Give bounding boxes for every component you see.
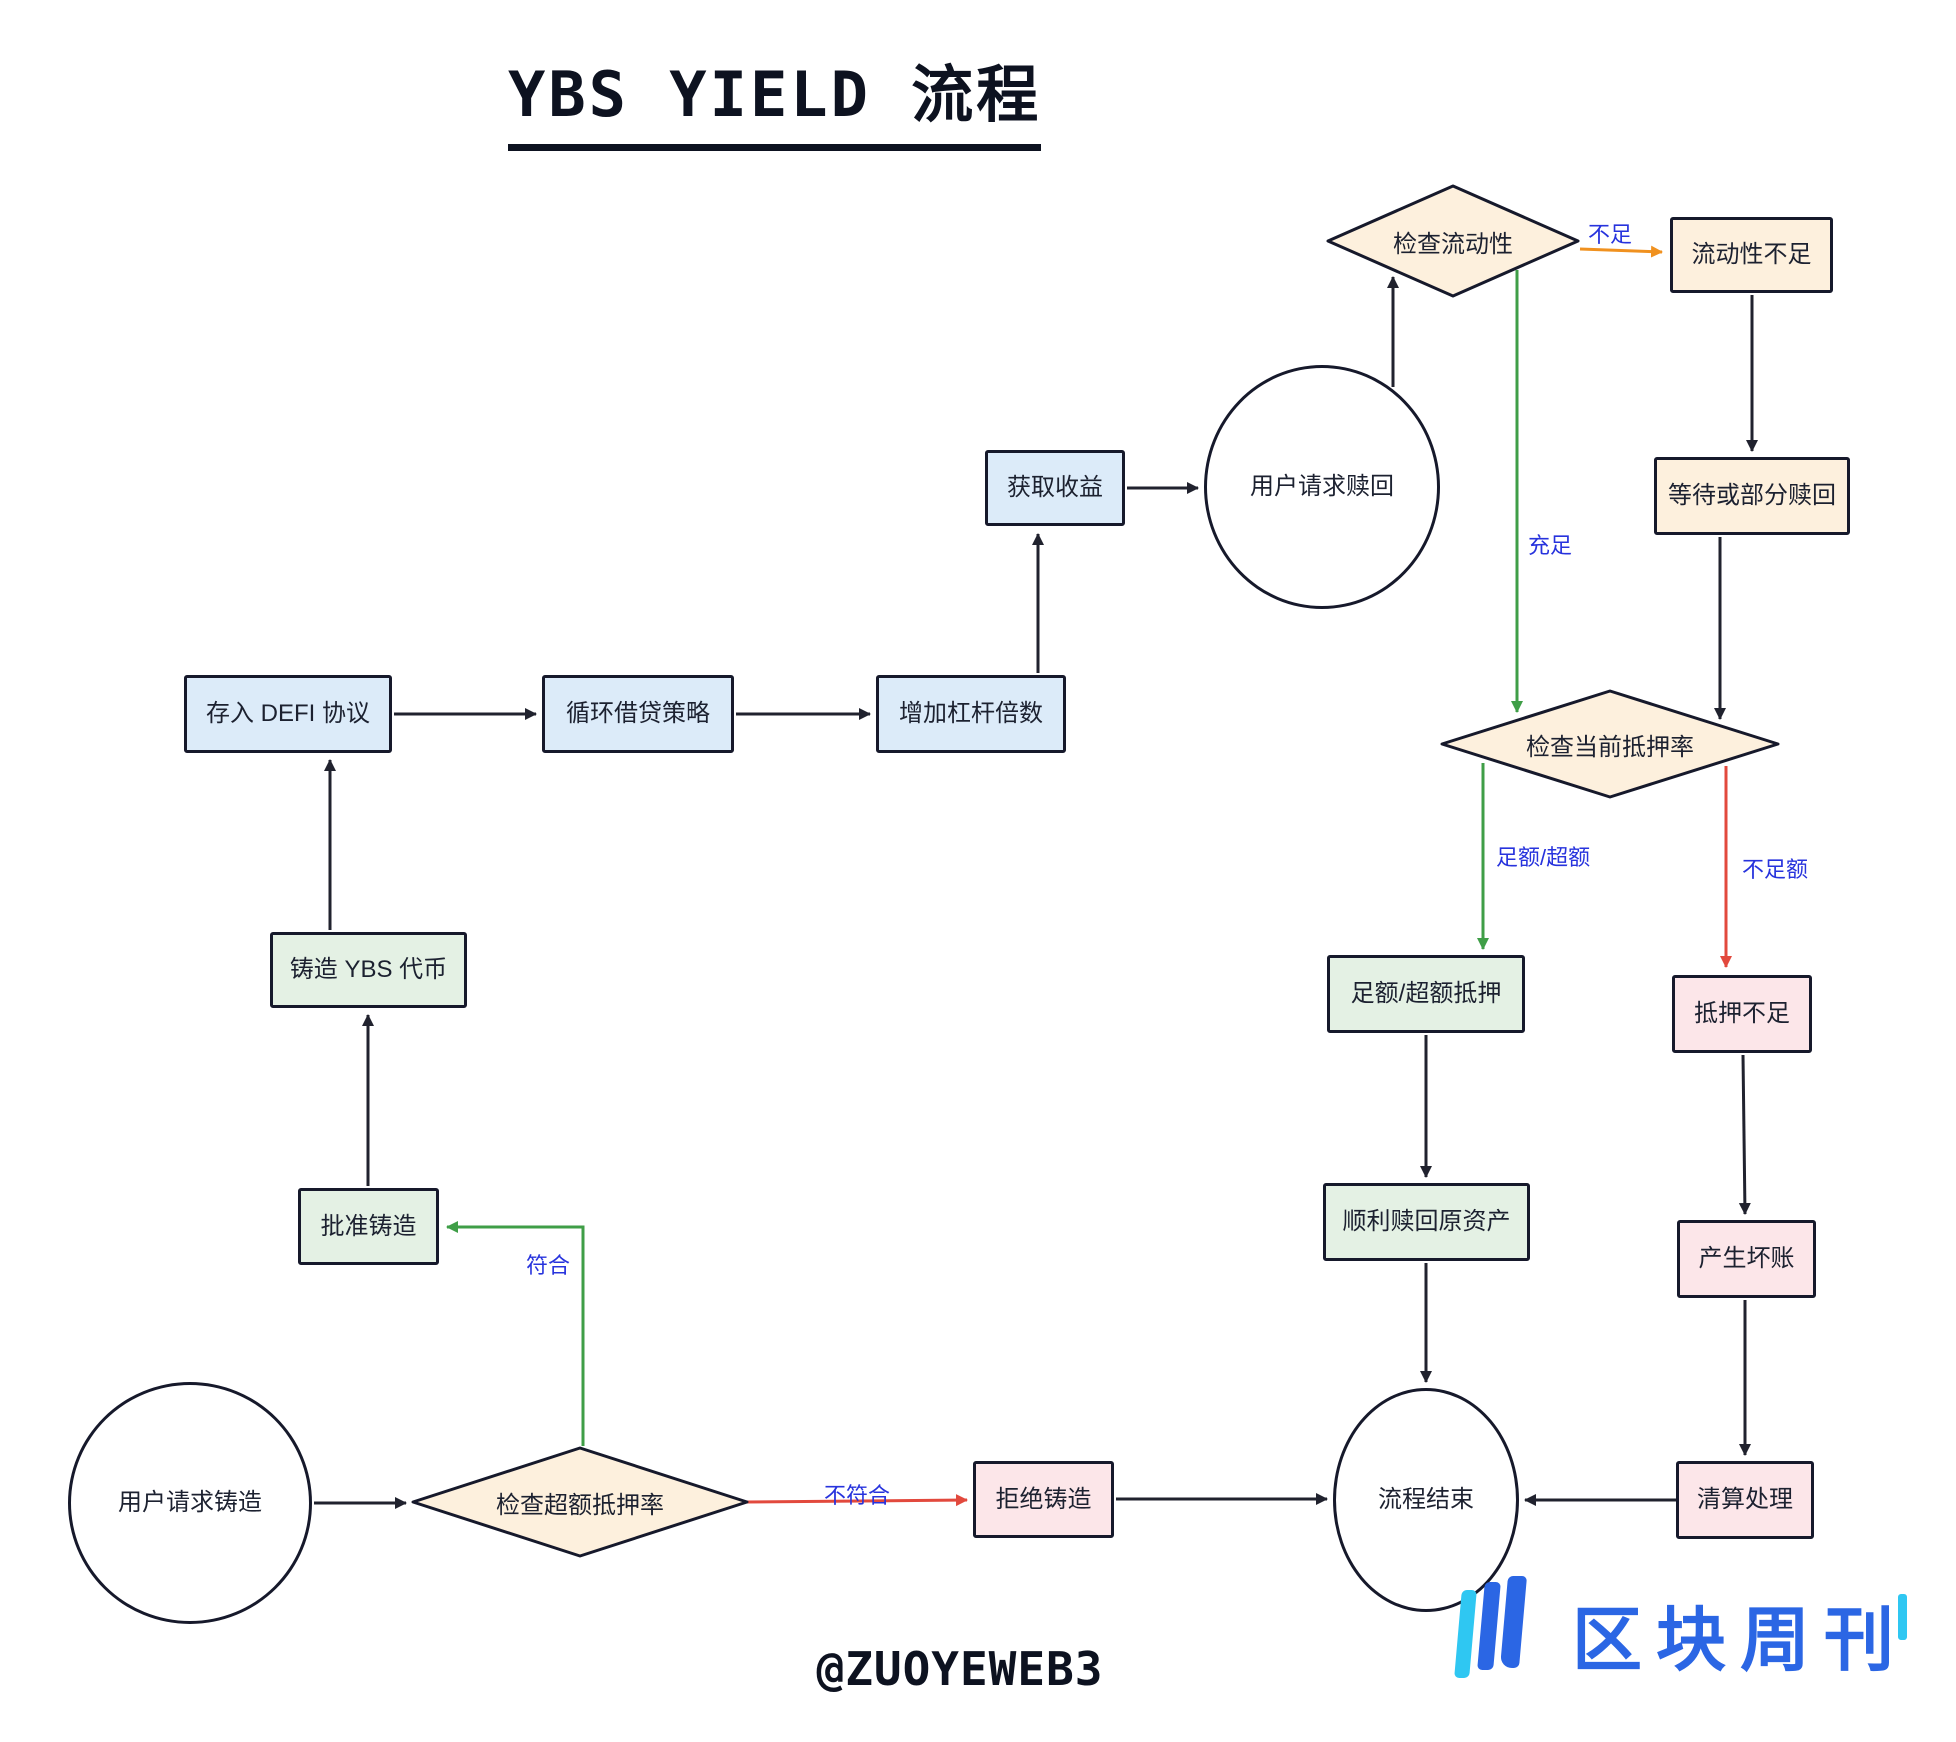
edge-label-compliant: 符合 xyxy=(526,1253,571,1278)
node-bad-debt: 产生坏账 xyxy=(1677,1220,1816,1298)
node-liquidity-insufficient: 流动性不足 xyxy=(1670,217,1833,293)
edge-label-sufficient: 充足 xyxy=(1528,533,1573,558)
logo-bars-icon xyxy=(1499,1576,1528,1668)
node-label: 产生坏账 xyxy=(1698,1245,1795,1272)
edge-label-insufficient: 不足 xyxy=(1588,222,1633,247)
node-full-over-collateral: 足额/超额抵押 xyxy=(1327,955,1525,1033)
node-label: 拒绝铸造 xyxy=(995,1485,1092,1513)
node-label: 顺利赎回原资产 xyxy=(1342,1208,1511,1235)
edge-label-full-or-over: 足额/超额 xyxy=(1496,845,1591,870)
node-label: 增加杠杆倍数 xyxy=(899,700,1043,727)
check-overcollateral-diamond xyxy=(411,1446,749,1558)
node-flow-end: 流程结束 xyxy=(1333,1388,1519,1612)
node-increase-leverage: 增加杠杆倍数 xyxy=(876,675,1066,753)
check-collateral-diamond xyxy=(1440,689,1780,799)
node-redeem-ok: 顺利赎回原资产 xyxy=(1323,1183,1530,1261)
node-label: 存入 DEFI 协议 xyxy=(205,700,370,727)
node-check-liquidity: 检查流动性 xyxy=(1393,230,1513,258)
node-approve-mint: 批准铸造 xyxy=(298,1188,439,1265)
node-label: 流动性不足 xyxy=(1691,241,1812,268)
node-label: 铸造 YBS 代币 xyxy=(289,956,448,983)
node-label: 用户请求赎回 xyxy=(1250,473,1394,500)
node-label: 足额/超额抵押 xyxy=(1350,980,1502,1007)
edge-label-non-compliant: 不符合 xyxy=(824,1483,891,1508)
edge-label-not-enough: 不足额 xyxy=(1742,857,1809,882)
node-get-yield: 获取收益 xyxy=(985,450,1125,526)
node-check-overcollateral: 检查超额抵押率 xyxy=(496,1491,664,1519)
node-deposit-defi: 存入 DEFI 协议 xyxy=(184,675,392,753)
node-check-collateral: 检查当前抵押率 xyxy=(1526,733,1694,761)
node-label: 获取收益 xyxy=(1007,474,1103,501)
node-label: 批准铸造 xyxy=(320,1212,417,1240)
node-label: 用户请求铸造 xyxy=(118,1489,262,1516)
node-label: 清算处理 xyxy=(1697,1486,1793,1513)
logo-bars-icon xyxy=(1454,1590,1477,1678)
node-label: 循环借贷策略 xyxy=(566,700,710,727)
node-label: 流程结束 xyxy=(1378,1486,1474,1513)
check-liquidity-diamond xyxy=(1326,184,1580,298)
brand-logo: 区块周刊 xyxy=(1454,1576,1928,1686)
node-liquidation: 清算处理 xyxy=(1676,1461,1814,1539)
logo-cyan-tick xyxy=(1898,1594,1907,1640)
node-redeem-request: 用户请求赎回 xyxy=(1204,365,1440,609)
logo-text: 区块周刊 xyxy=(1572,1601,1908,1679)
node-label: 抵押不足 xyxy=(1694,1000,1790,1027)
node-label: 等待或部分赎回 xyxy=(1668,482,1836,509)
node-reject-mint: 拒绝铸造 xyxy=(973,1461,1114,1538)
node-mint-ybs: 铸造 YBS 代币 xyxy=(270,932,467,1008)
node-mint-request: 用户请求铸造 xyxy=(68,1382,312,1624)
page-title: YBS YIELD 流程 xyxy=(508,44,1042,151)
node-wait-partial-redeem: 等待或部分赎回 xyxy=(1654,457,1850,535)
node-under-collateral: 抵押不足 xyxy=(1672,975,1812,1053)
logo-bars-icon xyxy=(1477,1582,1501,1670)
author-handle: @ZUOYEWEB3 xyxy=(816,1642,1104,1696)
node-loop-lending: 循环借贷策略 xyxy=(542,675,734,753)
